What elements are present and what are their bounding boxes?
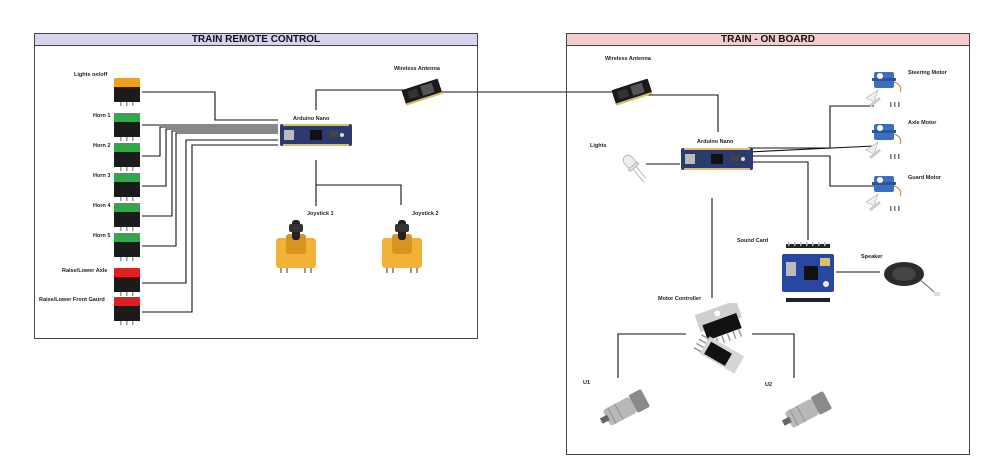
onboard-arduino-label: Arduino Nano	[697, 139, 734, 145]
wire-lights	[142, 91, 278, 121]
joystick2-icon	[382, 220, 422, 273]
raise-guard-label: Raise/Lower Front Gaurd	[39, 297, 105, 303]
wire-guard	[748, 155, 874, 187]
horn1-button-icon	[114, 113, 140, 141]
wire-horn2	[142, 126, 278, 157]
sound-card-icon	[782, 242, 834, 302]
horn5-button-icon	[114, 233, 140, 261]
wire-joysticks	[315, 160, 402, 205]
joystick1-icon	[276, 220, 316, 273]
onboard-arduino-nano-icon	[681, 148, 753, 170]
lights-onoff-label: Lights on/off	[74, 72, 108, 78]
u2-label: U2	[765, 382, 773, 388]
u1-label: U1	[583, 380, 591, 386]
horn2-label: Horn 2	[93, 143, 111, 149]
remote-arduino-label: Arduino Nano	[293, 116, 330, 122]
horn5-label: Horn 5	[93, 233, 111, 239]
horn2-button-icon	[114, 143, 140, 171]
onboard-lights-label: Lights	[590, 143, 607, 149]
wire-u1	[617, 333, 686, 378]
wire-steering	[748, 105, 874, 149]
wire-antenna-remote	[315, 89, 412, 110]
joystick2-label: Joystick 2	[412, 211, 439, 217]
onboard-wireless-antenna-icon	[611, 78, 653, 106]
raise-axle-button-icon	[114, 268, 140, 296]
motor-controller-label: Motor Controller	[658, 296, 702, 302]
guard-motor-label: Guard Motor	[908, 175, 941, 181]
remote-arduino-nano-icon	[280, 124, 352, 146]
speaker-label: Speaker	[861, 254, 883, 260]
wire-horn4	[142, 130, 278, 217]
wire-antenna-onboard	[648, 94, 719, 132]
remote-wireless-antenna-icon	[401, 78, 443, 106]
wire-sound-card	[748, 161, 809, 240]
wire-horn5	[142, 132, 278, 247]
horn3-button-icon	[114, 173, 140, 201]
joystick1-label: Joystick 1	[307, 211, 334, 217]
sound-card-label: Sound Card	[737, 238, 769, 244]
horn1-label: Horn 1	[93, 113, 111, 119]
motor-controller-icon	[693, 303, 745, 374]
speaker-icon	[884, 262, 940, 296]
steering-motor-label: Steering Motor	[908, 70, 947, 76]
onboard-panel: TRAIN - ON BOARD	[566, 33, 970, 455]
guard-servo-icon	[865, 176, 902, 212]
wire-horn3	[142, 128, 278, 187]
axle-servo-icon	[865, 124, 902, 160]
remote-control-panel: TRAIN REMOTE CONTROL	[34, 33, 478, 339]
onboard-antenna-label: Wireless Antenna	[605, 56, 651, 62]
wire-u2	[752, 333, 795, 378]
wire-raise-axle	[142, 139, 278, 284]
axle-motor-label: Axle Motor	[908, 120, 937, 126]
gear-motor-u1-icon	[599, 389, 650, 426]
remote-panel-title: TRAIN REMOTE CONTROL	[35, 34, 477, 46]
raise-axle-label: Raise/Lower Axle	[62, 268, 108, 274]
horn4-button-icon	[114, 203, 140, 231]
wire-raise-guard	[142, 144, 278, 313]
led-bulb-icon	[622, 154, 647, 183]
gear-motor-u2-icon	[781, 391, 832, 428]
steering-servo-icon	[865, 72, 902, 108]
remote-antenna-label: Wireless Antenna	[394, 66, 440, 72]
raise-guard-button-icon	[114, 297, 140, 325]
lights-button-icon	[114, 78, 140, 106]
onboard-panel-title: TRAIN - ON BOARD	[567, 34, 969, 46]
horn3-label: Horn 3	[93, 173, 111, 179]
horn4-label: Horn 4	[93, 203, 111, 209]
